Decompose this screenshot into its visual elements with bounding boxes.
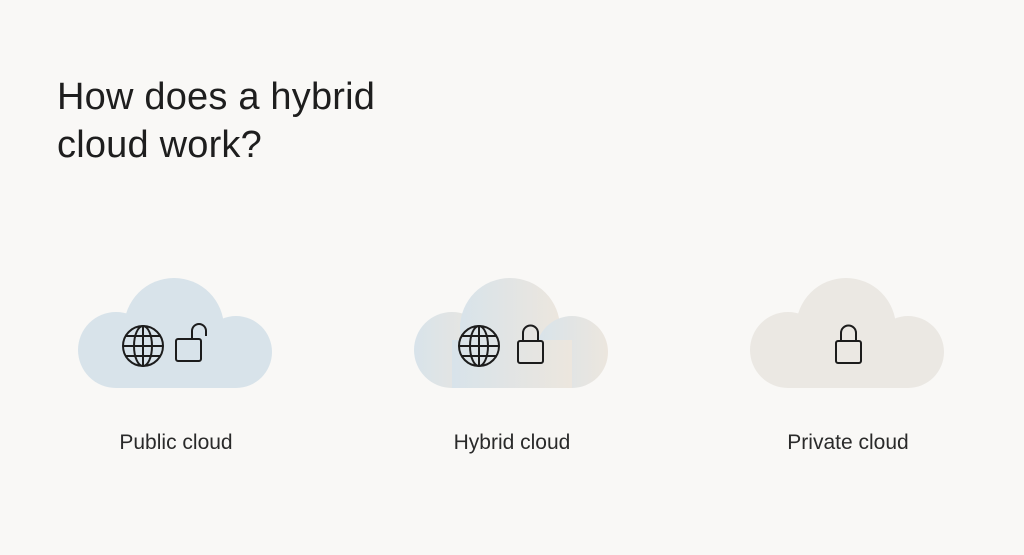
public-cloud-shape <box>78 278 272 388</box>
private-cloud-card: Private cloud <box>738 270 958 454</box>
private-cloud-label: Private cloud <box>787 431 909 454</box>
padlock-icon <box>517 324 544 364</box>
public-cloud-label: Public cloud <box>119 431 233 454</box>
padlock-icon <box>835 324 862 364</box>
private-cloud-shape <box>750 278 944 388</box>
hybrid-cloud-shape <box>414 278 608 388</box>
hybrid-cloud-card: Hybrid cloud <box>402 270 622 454</box>
public-cloud-card: Public cloud <box>66 270 286 454</box>
globe-icon <box>122 325 164 367</box>
unlocked-padlock-icon <box>175 323 207 362</box>
globe-icon <box>458 325 500 367</box>
page-title: How does a hybrid cloud work? <box>57 76 376 166</box>
hybrid-cloud-label: Hybrid cloud <box>453 431 571 454</box>
